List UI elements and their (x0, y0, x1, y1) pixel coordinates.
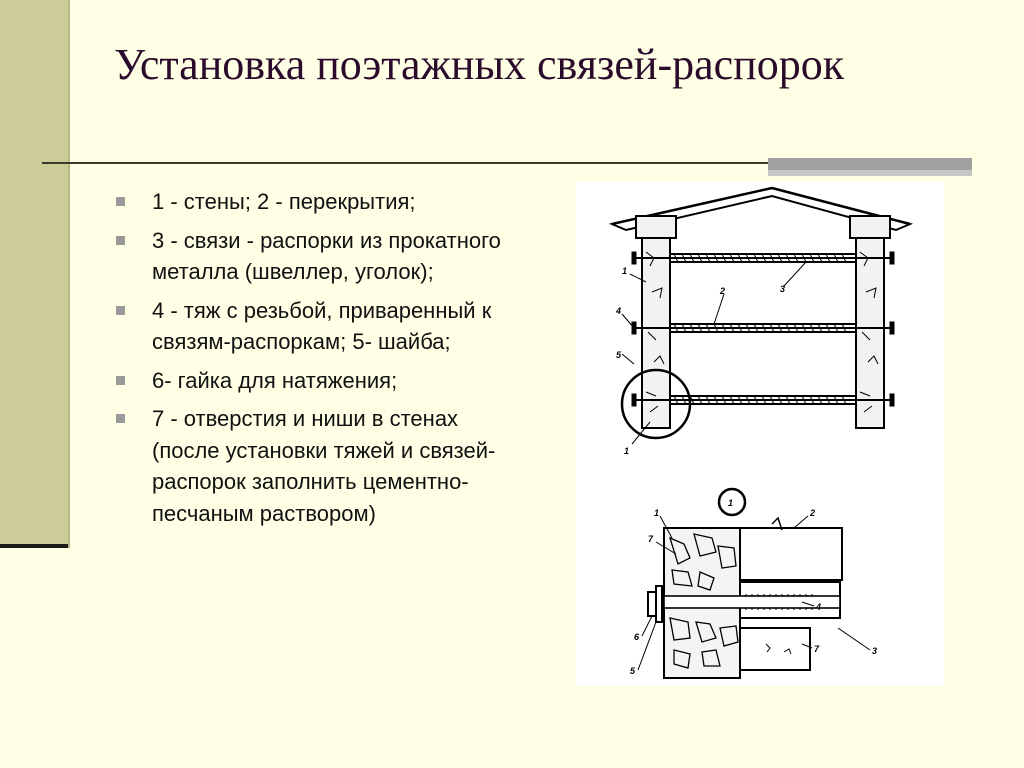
detail-label-1: 1 (654, 508, 659, 518)
label-1-bottom: 1 (624, 446, 629, 456)
detail-label-5: 5 (630, 666, 636, 676)
bullet-square-icon (116, 375, 125, 385)
technical-drawing: 1 4 5 1 2 3 1 (576, 182, 944, 686)
detail-label-2: 2 (809, 508, 815, 518)
title-rule (42, 162, 972, 164)
bullet-text: 4 - тяж с резьбой, приваренный к связям-… (152, 297, 492, 355)
title-rule-accent-shadow (768, 170, 972, 176)
detail-callout-number: 1 (728, 498, 733, 508)
bullet-square-icon (116, 414, 125, 423)
bullet-square-icon (116, 235, 125, 245)
detail-label-3: 3 (872, 646, 877, 656)
bullet-text: 7 - отверстия и ниши в стенах (после уст… (152, 406, 496, 526)
side-band-line (0, 544, 68, 548)
bullet-item: 4 - тяж с резьбой, приваренный к связям-… (112, 295, 522, 358)
label-3: 3 (780, 284, 785, 294)
bullet-square-icon (116, 305, 125, 315)
label-2: 2 (719, 286, 725, 296)
side-band-edge (68, 0, 70, 548)
label-4: 4 (615, 306, 621, 316)
bullet-item: 6- гайка для натяжения; (112, 365, 522, 397)
label-1: 1 (622, 266, 627, 276)
slide-title: Установка поэтажных связей-распорок (114, 40, 845, 89)
title-rule-accent (768, 158, 972, 170)
detail-drawing (637, 515, 871, 679)
bullet-list: 1 - стены; 2 - перекрытия; 3 - связи - р… (112, 186, 522, 536)
building-section (608, 186, 914, 445)
detail-label-4: 4 (815, 602, 821, 612)
bullet-text: 1 - стены; 2 - перекрытия; (152, 189, 416, 214)
bullet-item: 1 - стены; 2 - перекрытия; (112, 186, 522, 218)
bullet-item: 3 - связи - распорки из прокатного метал… (112, 225, 522, 288)
detail-label-7-lower: 7 (814, 644, 820, 654)
bullet-text: 6- гайка для натяжения; (152, 367, 398, 393)
bullet-square-icon (116, 197, 125, 206)
side-band (0, 0, 68, 548)
label-5: 5 (616, 350, 622, 360)
bullet-item: 7 - отверстия и ниши в стенах (после уст… (112, 403, 522, 529)
detail-callout (717, 487, 747, 517)
detail-label-7: 7 (648, 534, 654, 544)
drawing-svg: 1 4 5 1 2 3 1 (608, 186, 914, 679)
bullet-text: 3 - связи - распорки из прокатного метал… (152, 227, 501, 285)
detail-label-6: 6 (634, 632, 640, 642)
